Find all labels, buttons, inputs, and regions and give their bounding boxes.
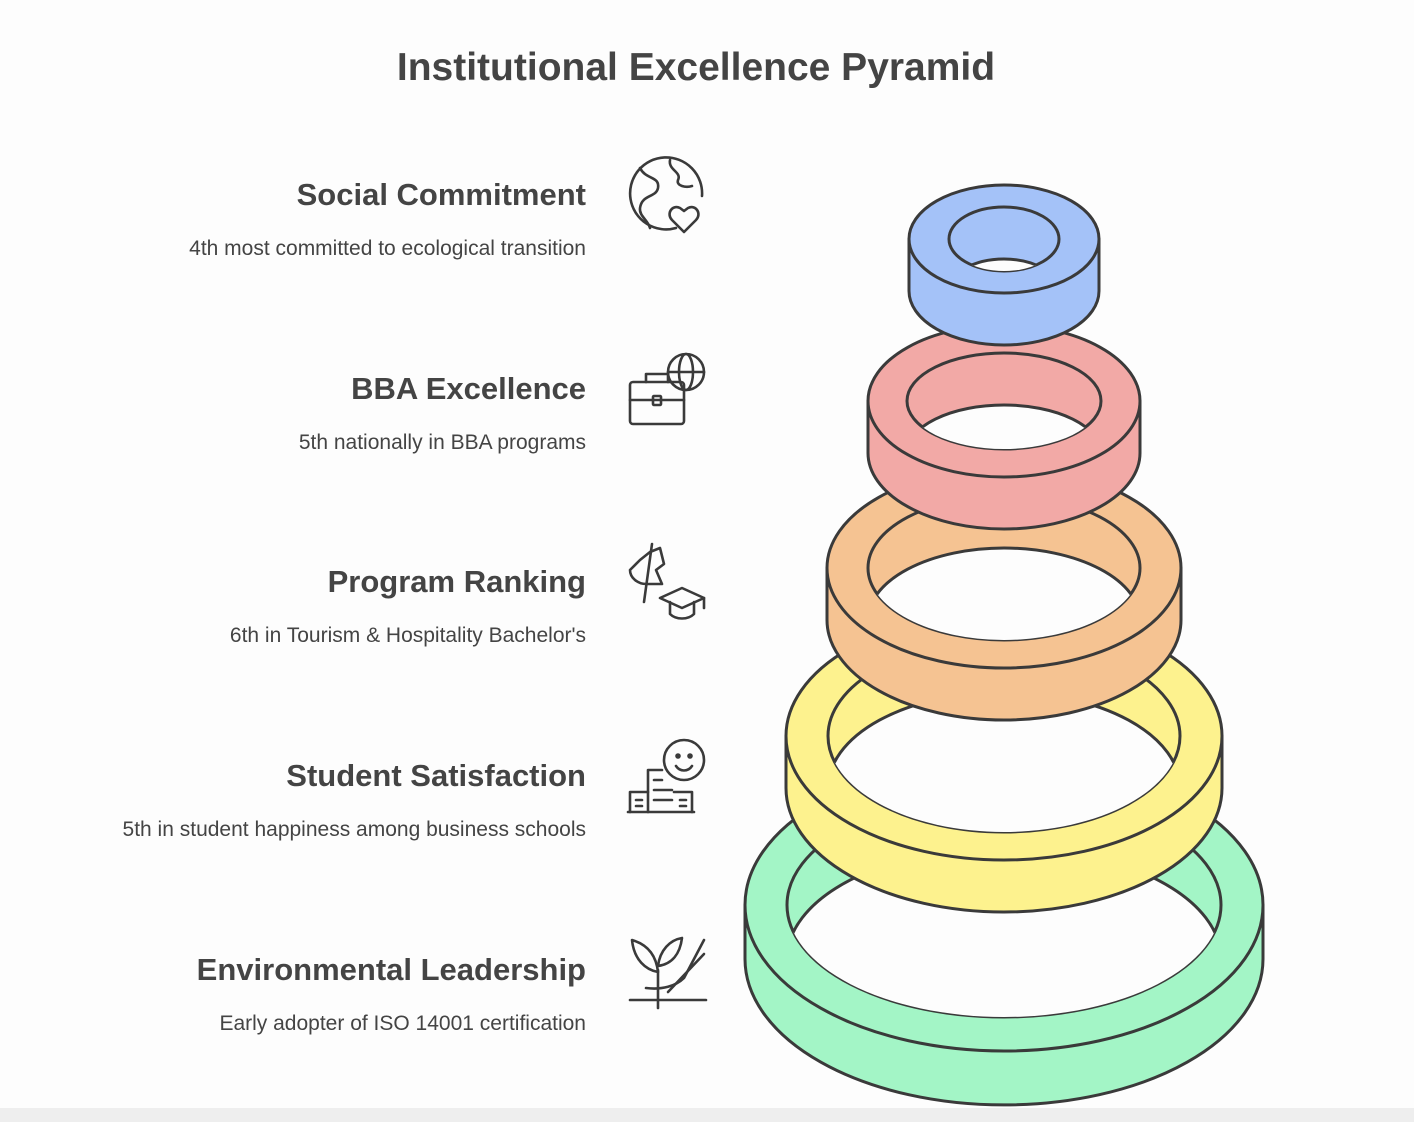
item-description: Early adopter of ISO 14001 certification <box>219 1012 586 1035</box>
item-environmental-leadership: Environmental Leadership Early adopter o… <box>66 951 586 1038</box>
item-program-ranking: Program Ranking 6th in Tourism & Hospita… <box>66 563 586 650</box>
bottom-scrollbar-track <box>0 1108 1414 1122</box>
item-social-commitment: Social Commitment 4th most committed to … <box>66 176 586 263</box>
ring-bba-excellence <box>866 323 1142 531</box>
item-title: Environmental Leadership <box>196 952 586 987</box>
item-description: 5th nationally in BBA programs <box>298 431 586 454</box>
item-description: 6th in Tourism & Hospitality Bachelor's <box>229 624 586 647</box>
briefcase-globe-icon <box>626 348 708 430</box>
item-student-satisfaction: Student Satisfaction 5th in student happ… <box>66 757 586 844</box>
flag-graduation-cap-icon <box>626 540 708 622</box>
hand-plant-icon <box>626 930 708 1012</box>
item-title: Social Commitment <box>296 177 586 212</box>
smiley-building-icon <box>626 736 708 818</box>
globe-heart-icon <box>626 154 708 236</box>
item-bba-excellence: BBA Excellence 5th nationally in BBA pro… <box>66 370 586 457</box>
item-description: 5th in student happiness among business … <box>122 818 586 841</box>
ring-program-ranking <box>825 466 1183 722</box>
item-title: Program Ranking <box>327 564 586 599</box>
ring-social-commitment <box>907 183 1101 347</box>
item-title: BBA Excellence <box>351 371 586 406</box>
item-title: Student Satisfaction <box>286 758 586 793</box>
item-description: 4th most committed to ecological transit… <box>189 237 586 260</box>
diagram-title: Institutional Excellence Pyramid <box>396 46 996 89</box>
